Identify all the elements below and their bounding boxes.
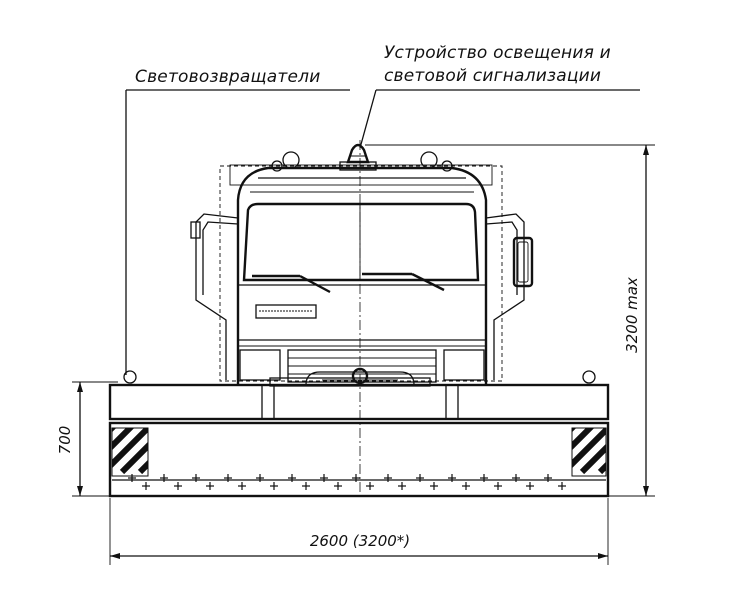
width-dimension [109,498,609,565]
height-dimension-value: 3200 max [623,277,641,353]
rotating-beacon-icon [346,143,370,164]
grille [287,349,437,383]
blade-height-dimension [72,381,118,497]
mirror-right [485,213,534,380]
headlight-left [239,349,281,381]
lighting-leader [359,89,640,149]
reflector-right [582,370,596,384]
plow-mount [228,367,496,387]
wipers [252,272,445,294]
blade-height-value: 700 [56,426,74,455]
width-dimension-value: 2600 (3200*) [310,532,410,550]
mirror-left [190,213,239,380]
headlight-right [443,349,485,381]
cargo-body-top [229,164,493,186]
envelope-outline [219,165,503,382]
plow-blade [108,383,610,498]
hazard-panel-right [571,427,607,477]
lighting-label-line2: световой сигнализации [384,66,601,86]
reflector-left [123,370,137,384]
reflector-leader [125,89,350,375]
blade-cross-marks [128,474,566,490]
windshield [242,202,480,282]
reflectors-label: Световозвращатели [135,67,320,87]
lighting-label-line1: Устройство освещения и [384,43,611,63]
roof-lights [271,151,453,172]
hazard-panel-left [111,427,149,477]
name-plate [255,304,317,319]
height-dimension [365,144,655,497]
